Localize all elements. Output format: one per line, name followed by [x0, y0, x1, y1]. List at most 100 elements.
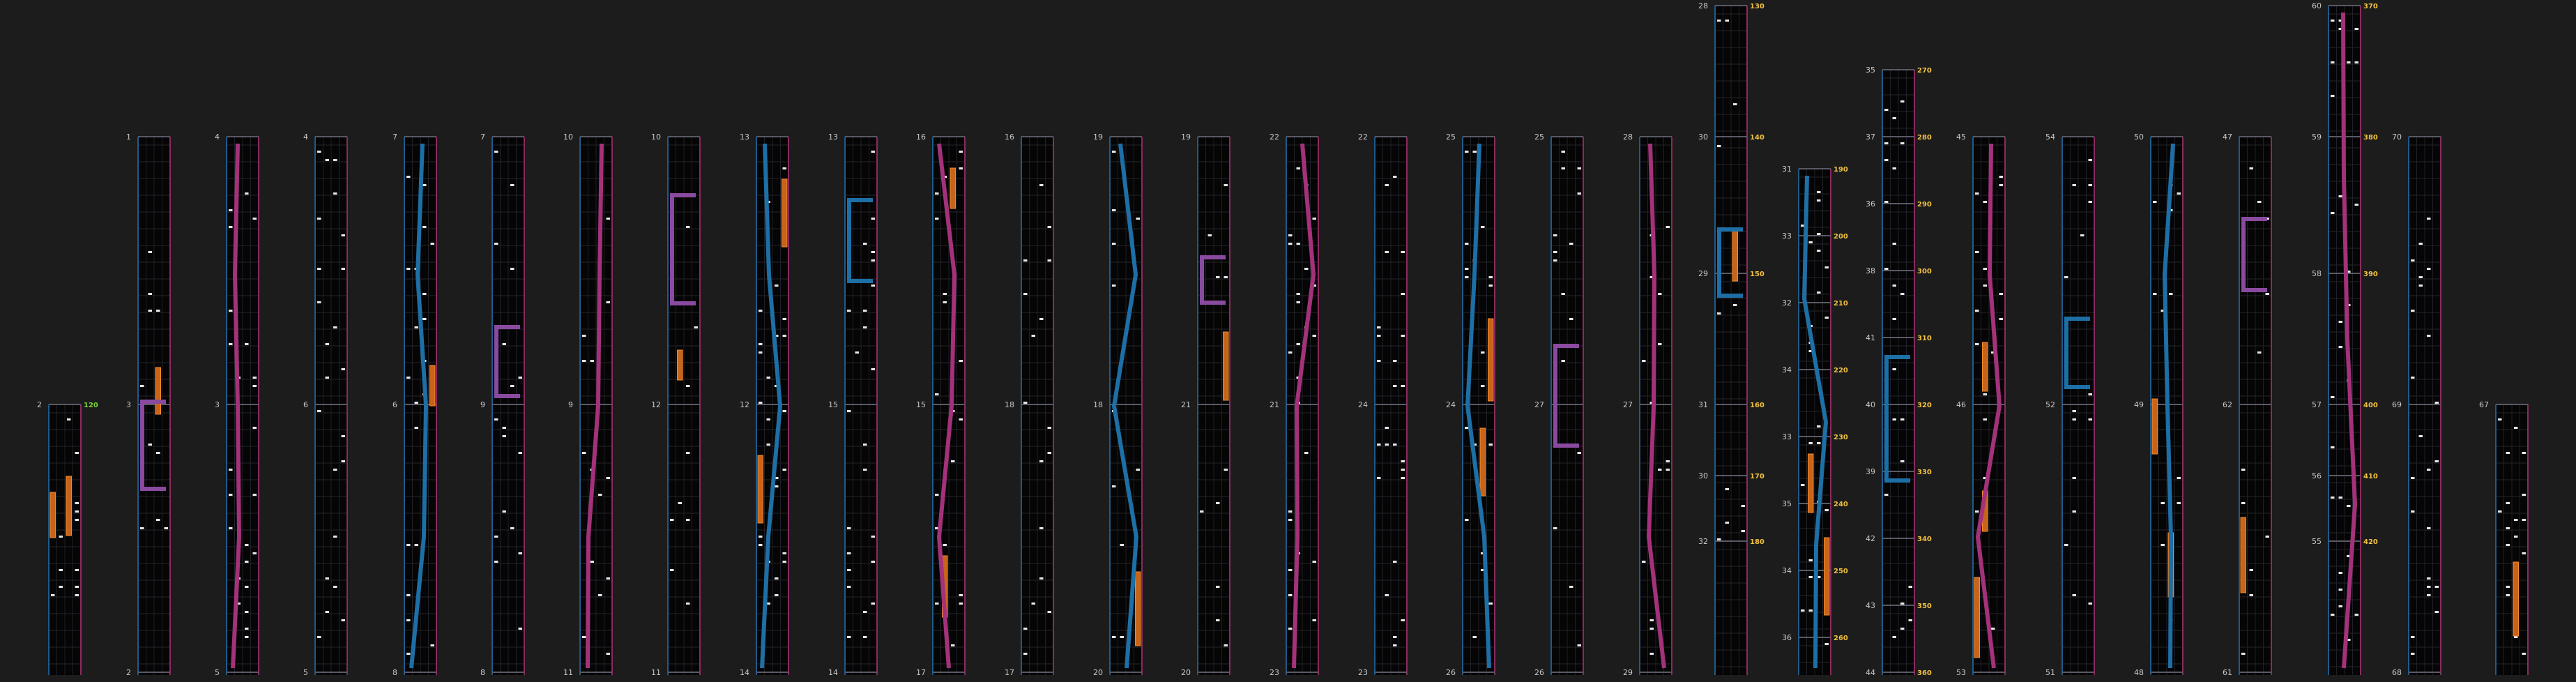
tap-note[interactable]	[1488, 276, 1493, 278]
tap-note[interactable]	[847, 586, 851, 588]
tap-note[interactable]	[2241, 469, 2246, 471]
tap-note[interactable]	[1488, 444, 1493, 446]
tap-note[interactable]	[1296, 301, 1301, 303]
tap-note[interactable]	[2072, 184, 2077, 186]
tap-note[interactable]	[59, 569, 63, 571]
tap-note[interactable]	[236, 603, 241, 605]
tap-note[interactable]	[1884, 494, 1889, 496]
tap-note[interactable]	[1120, 544, 1125, 546]
tap-note[interactable]	[1817, 291, 1821, 294]
tap-note[interactable]	[156, 452, 160, 454]
measure-column[interactable]	[667, 136, 701, 675]
tap-note[interactable]	[2265, 293, 2270, 295]
tap-note[interactable]	[245, 636, 249, 638]
hold-note[interactable]	[1974, 577, 1980, 658]
tap-note[interactable]	[782, 469, 787, 471]
tap-note[interactable]	[1999, 318, 2004, 320]
slide-path[interactable]	[1717, 227, 1743, 298]
tap-note[interactable]	[590, 360, 595, 362]
tap-note[interactable]	[1377, 335, 1381, 337]
slide-path[interactable]	[1553, 344, 1579, 448]
tap-note[interactable]	[2241, 653, 2246, 655]
tap-note[interactable]	[1892, 243, 1897, 245]
tap-note[interactable]	[1717, 145, 1721, 147]
hold-note[interactable]	[1982, 342, 1988, 392]
measure-column[interactable]	[844, 136, 878, 675]
tap-note[interactable]	[2427, 577, 2431, 579]
tap-note[interactable]	[1801, 225, 1805, 227]
tap-note[interactable]	[1047, 427, 1052, 429]
tap-note[interactable]	[518, 628, 523, 630]
tap-note[interactable]	[1569, 243, 1573, 245]
tap-note[interactable]	[1224, 469, 1228, 471]
hold-note[interactable]	[1488, 318, 1494, 402]
tap-note[interactable]	[1983, 477, 1988, 479]
tap-note[interactable]	[148, 293, 153, 295]
slide-path[interactable]	[2064, 317, 2090, 389]
tap-note[interactable]	[1288, 628, 1293, 630]
tap-note[interactable]	[863, 636, 867, 638]
tap-note[interactable]	[1304, 268, 1309, 270]
measure-column[interactable]	[226, 136, 259, 675]
tap-note[interactable]	[775, 335, 779, 337]
tap-note[interactable]	[863, 611, 867, 613]
tap-note[interactable]	[1983, 201, 1988, 203]
tap-note[interactable]	[2088, 418, 2093, 420]
hold-note[interactable]	[2513, 561, 2519, 637]
slide-path[interactable]	[586, 143, 604, 669]
tap-note[interactable]	[2160, 544, 2165, 546]
tap-note[interactable]	[252, 427, 257, 429]
tap-note[interactable]	[2249, 167, 2254, 169]
tap-note[interactable]	[686, 452, 690, 454]
tap-note[interactable]	[871, 151, 876, 153]
tap-note[interactable]	[494, 536, 498, 538]
tap-note[interactable]	[1900, 142, 1905, 144]
tap-note[interactable]	[1112, 151, 1116, 153]
tap-note[interactable]	[510, 385, 515, 387]
tap-note[interactable]	[1553, 251, 1557, 253]
tap-note[interactable]	[1900, 460, 1905, 462]
tap-note[interactable]	[1377, 360, 1381, 362]
tap-note[interactable]	[148, 310, 153, 312]
tap-note[interactable]	[951, 644, 955, 646]
tap-note[interactable]	[2249, 594, 2254, 596]
tap-note[interactable]	[333, 469, 337, 471]
tap-note[interactable]	[1216, 586, 1220, 588]
tap-note[interactable]	[252, 552, 257, 554]
tap-note[interactable]	[2427, 218, 2431, 220]
tap-note[interactable]	[1224, 276, 1228, 278]
tap-note[interactable]	[1312, 218, 1317, 220]
tap-note[interactable]	[1465, 268, 1469, 270]
tap-note[interactable]	[694, 326, 699, 328]
tap-note[interactable]	[1658, 293, 1662, 295]
tap-note[interactable]	[1224, 644, 1228, 646]
tap-note[interactable]	[847, 310, 851, 312]
tap-note[interactable]	[1884, 201, 1889, 203]
tap-note[interactable]	[1481, 351, 1485, 354]
tap-note[interactable]	[2338, 346, 2343, 348]
measure-column[interactable]	[932, 136, 966, 675]
tap-note[interactable]	[2354, 614, 2359, 616]
tap-note[interactable]	[1892, 117, 1897, 119]
tap-note[interactable]	[1039, 184, 1044, 186]
tap-note[interactable]	[686, 519, 690, 521]
tap-note[interactable]	[670, 519, 674, 521]
tap-note[interactable]	[1999, 184, 2004, 186]
tap-note[interactable]	[2514, 536, 2518, 538]
tap-note[interactable]	[245, 586, 249, 588]
tap-note[interactable]	[2338, 321, 2343, 323]
tap-note[interactable]	[1023, 402, 1028, 404]
tap-note[interactable]	[2169, 293, 2173, 295]
tap-note[interactable]	[1136, 218, 1141, 220]
tap-note[interactable]	[75, 586, 79, 588]
tap-note[interactable]	[2080, 234, 2085, 236]
tap-note[interactable]	[1288, 234, 1293, 236]
tap-note[interactable]	[2522, 452, 2527, 454]
tap-note[interactable]	[140, 385, 144, 387]
tap-note[interactable]	[2506, 527, 2510, 529]
tap-note[interactable]	[422, 184, 427, 186]
tap-note[interactable]	[1112, 209, 1116, 211]
tap-note[interactable]	[2411, 653, 2415, 655]
tap-note[interactable]	[1553, 527, 1557, 529]
